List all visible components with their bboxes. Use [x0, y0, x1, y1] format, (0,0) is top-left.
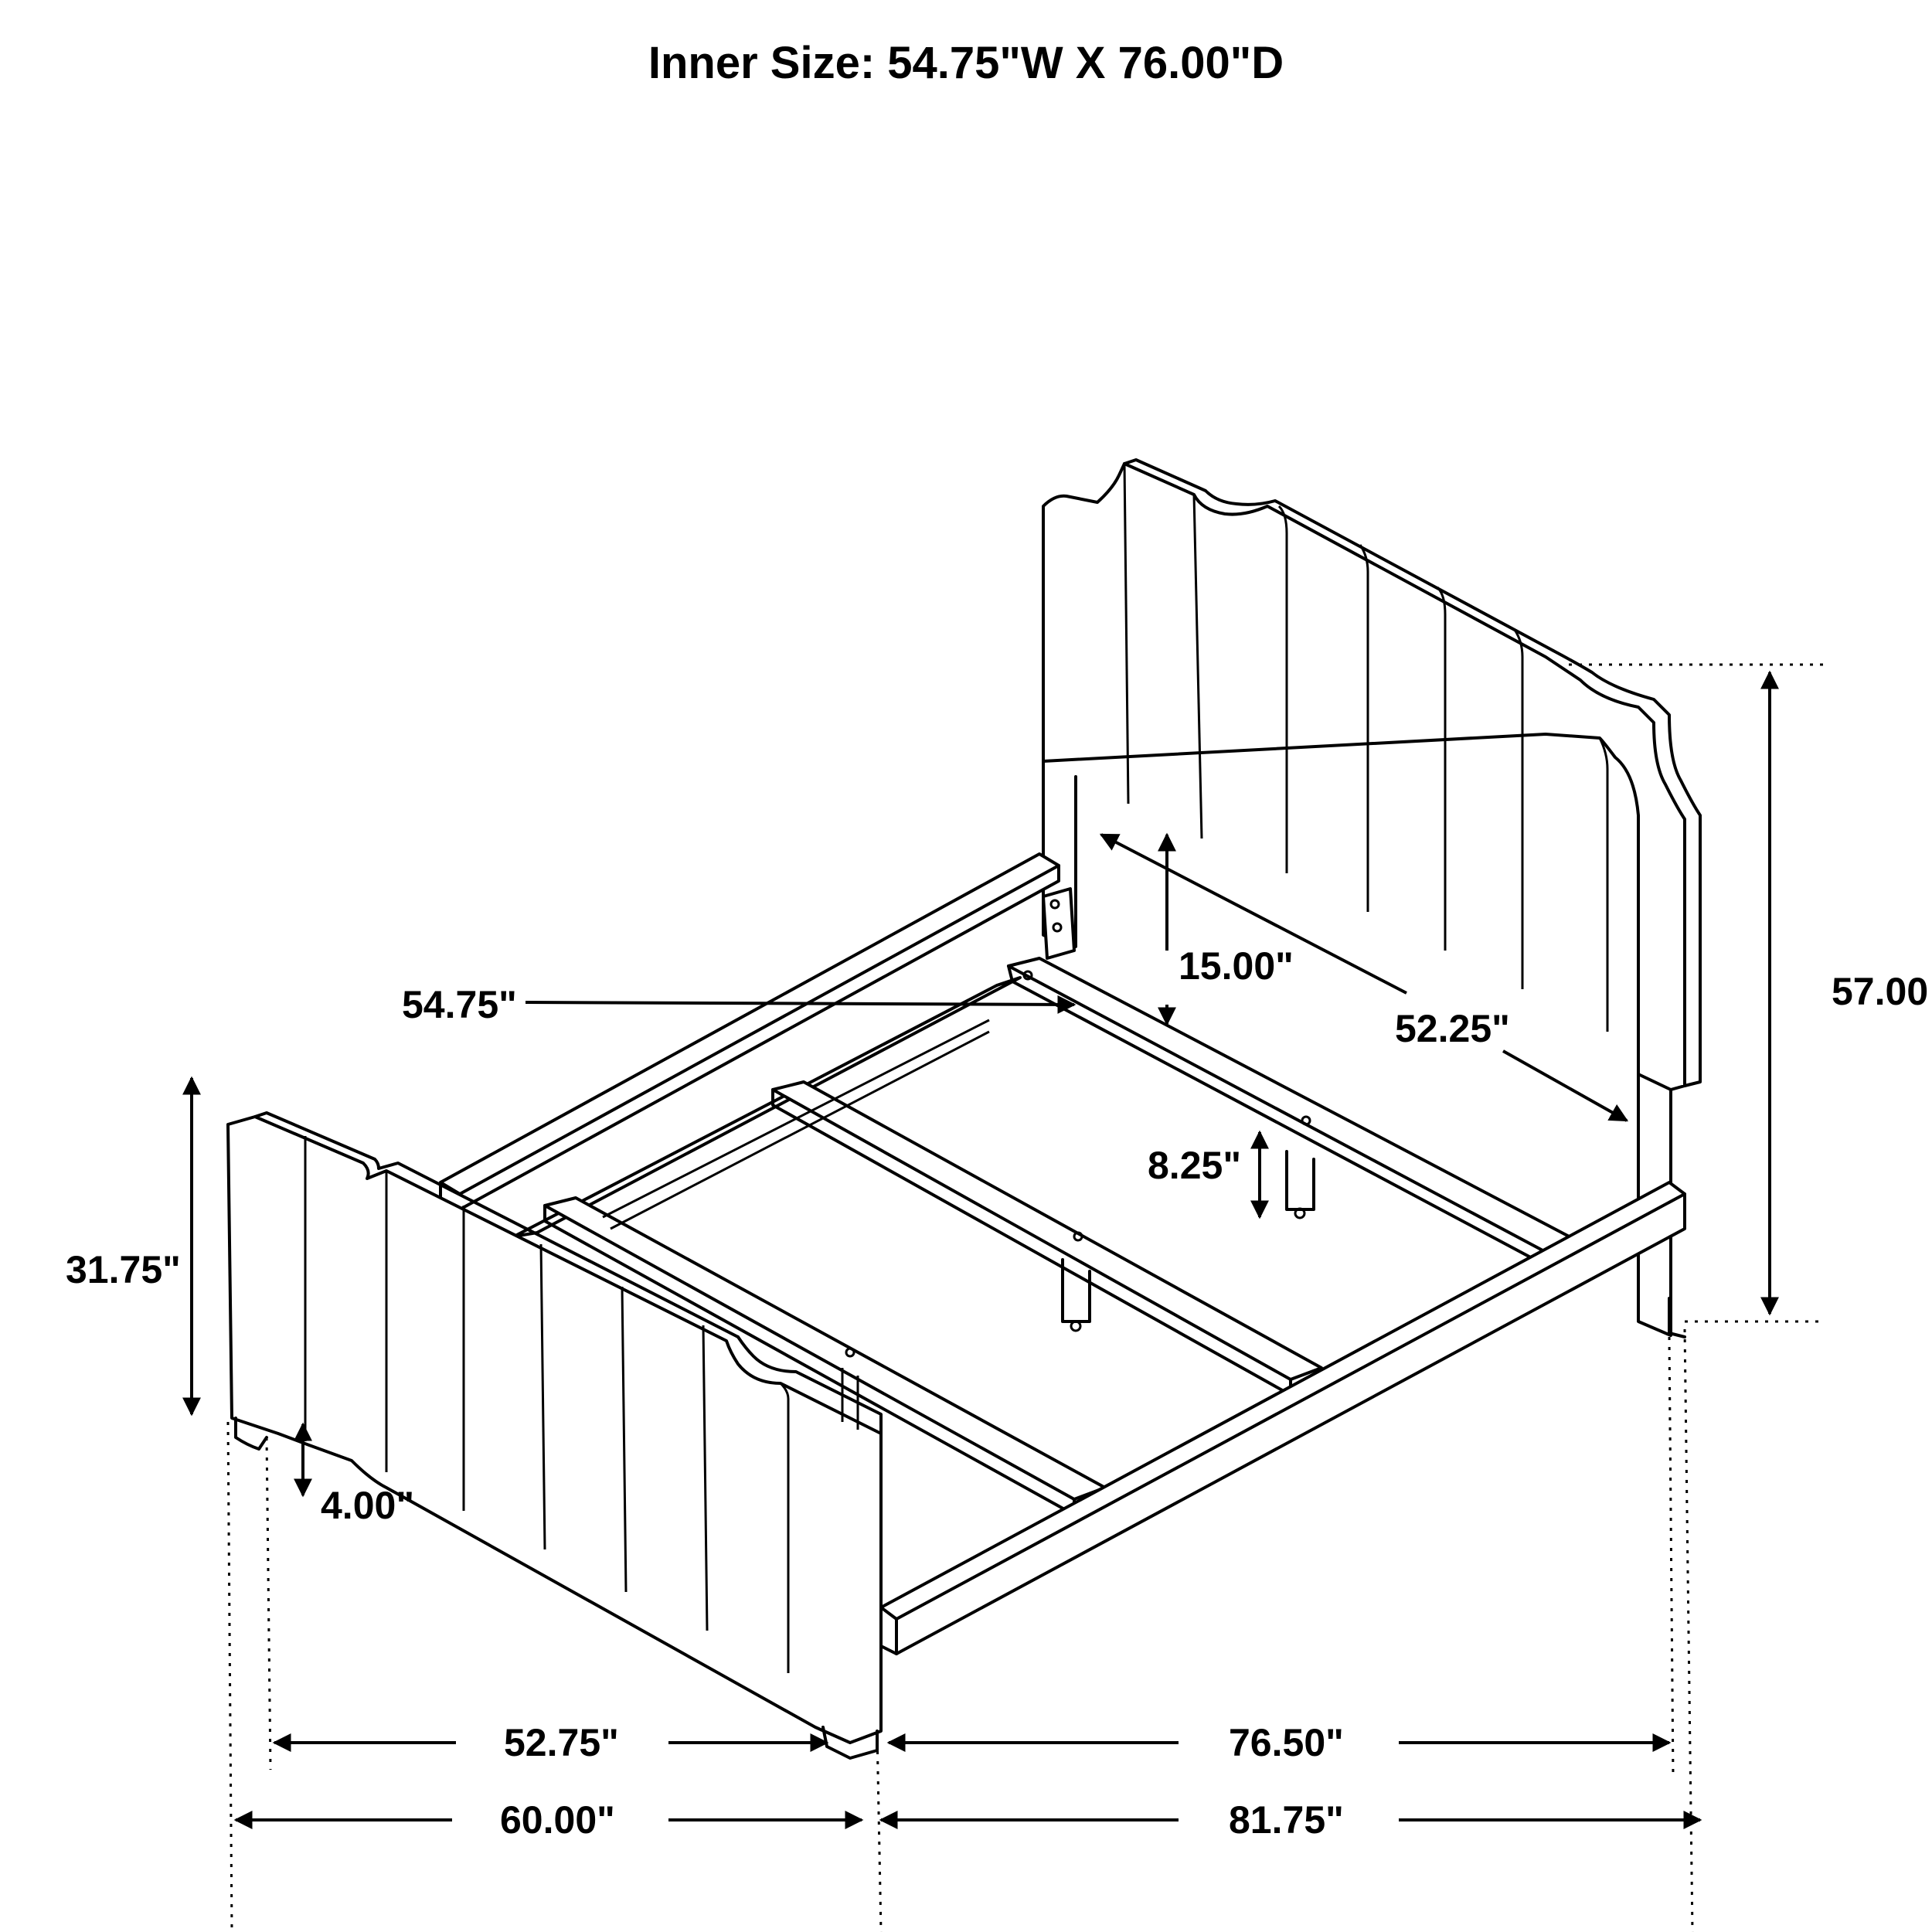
label-headboard-height: 57.00: [1832, 970, 1928, 1013]
footboard-panel: [226, 1115, 883, 1744]
footboard: [226, 1111, 883, 1760]
label-overall-width: 60.00": [500, 1798, 615, 1842]
label-inner-width: 54.75": [402, 983, 517, 1026]
headboard: [1042, 458, 1702, 1337]
label-rail-length: 76.50": [1229, 1721, 1344, 1764]
arrow-inner-width: [525, 995, 1077, 1014]
extension-lines: [226, 663, 1824, 1932]
dimension-arrows: [182, 670, 1779, 1829]
label-rail-clearance: 8.25": [1148, 1144, 1241, 1187]
foot-left: [234, 1417, 268, 1451]
arrow-headboard-width-b: [1502, 1049, 1629, 1122]
inner-size-title: Inner Size: 54.75"W X 76.00"D: [648, 38, 1284, 88]
label-headboard-leg: 15.00": [1179, 944, 1294, 988]
front-side-rail: [879, 1181, 1686, 1655]
label-footboard-inner-width: 52.75": [504, 1721, 619, 1764]
label-overall-length: 81.75": [1229, 1798, 1344, 1842]
label-foot-leg: 4.00": [321, 1484, 414, 1527]
label-headboard-width: 52.25": [1395, 1007, 1510, 1050]
arrow-headboard-width-a: [1099, 833, 1407, 995]
label-footboard-height: 31.75": [66, 1248, 181, 1291]
back-side-rail: [439, 852, 1076, 1211]
dimension-labels: 57.00 15.00" 52.25" 54.75" 8.25" 31.75" …: [66, 944, 1928, 1842]
support-slats: [512, 957, 1578, 1516]
center-leg-back: [1285, 1150, 1315, 1211]
headboard-panel: [1042, 462, 1686, 1091]
